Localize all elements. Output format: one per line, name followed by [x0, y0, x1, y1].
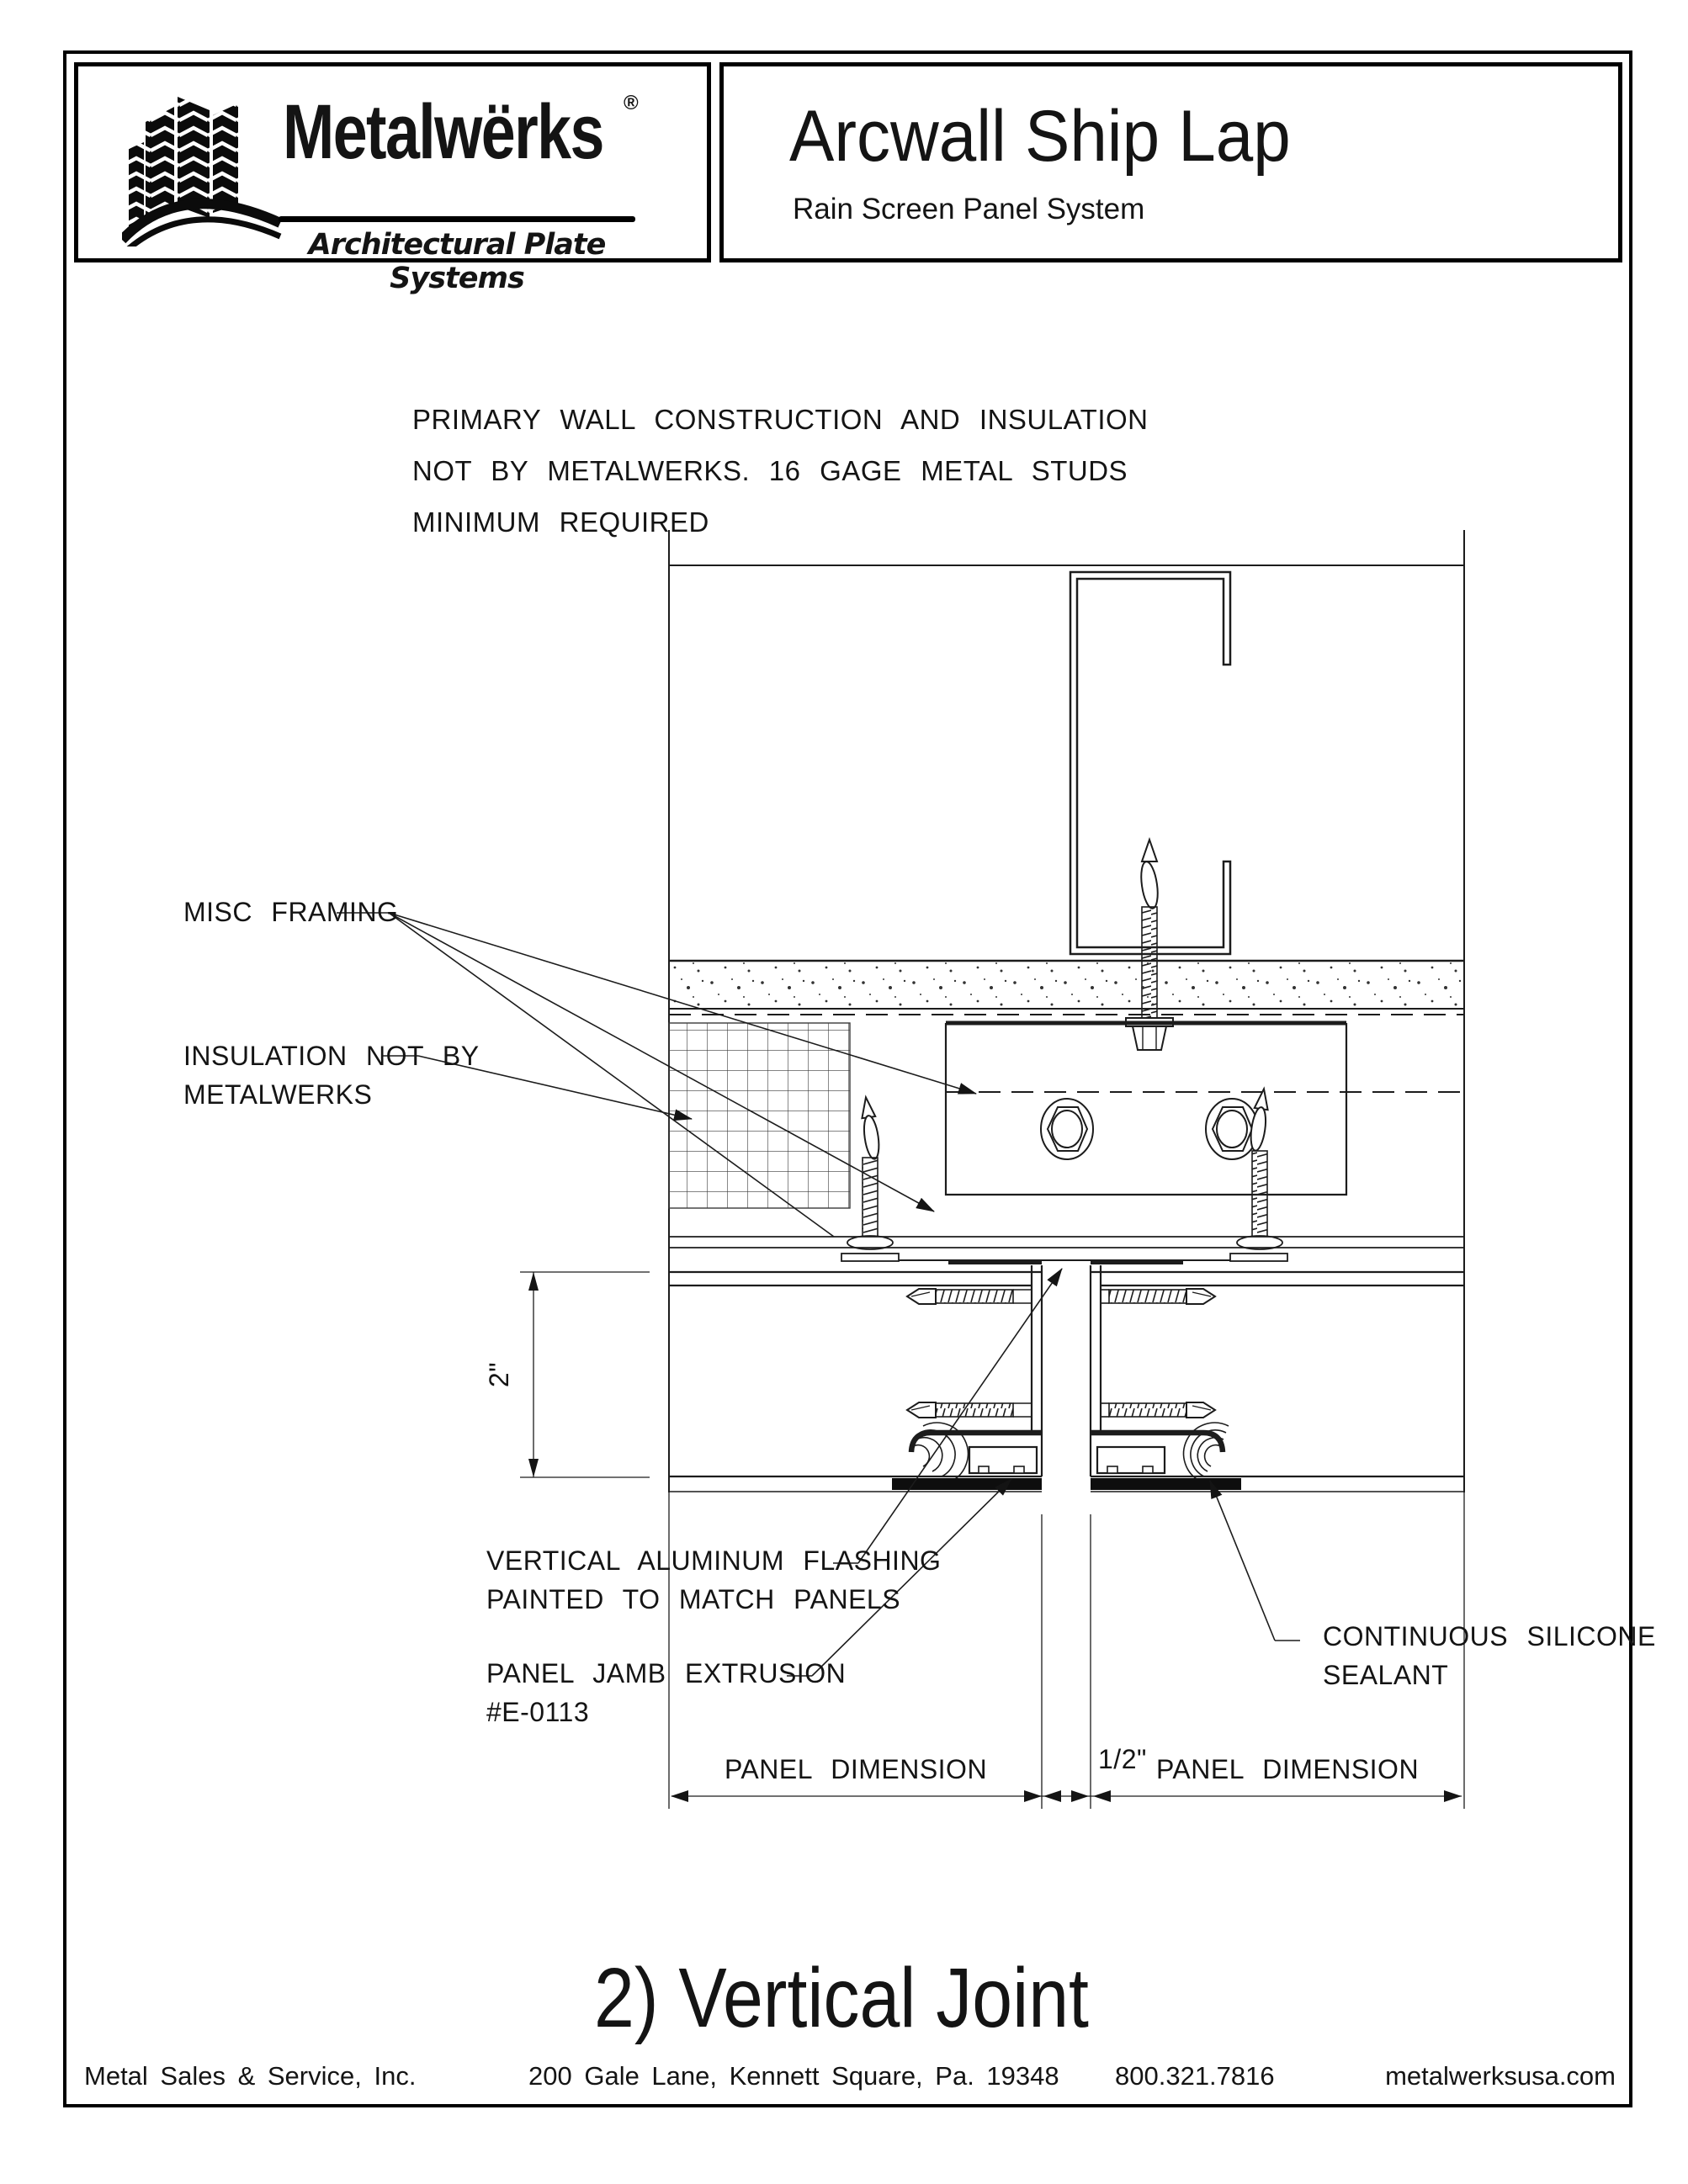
- note-line-3: MINIMUM REQUIRED: [412, 506, 709, 538]
- label-jamb-1: PANEL JAMB EXTRUSION: [486, 1658, 846, 1688]
- footer-address: 200 Gale Lane, Kennett Square, Pa. 19348: [528, 2061, 1059, 2091]
- stud-screw: [1125, 836, 1174, 1051]
- footer-website: metalwerksusa.com: [1385, 2061, 1616, 2091]
- jamb-extrusion-right: [1091, 1422, 1229, 1482]
- extension-lines: [668, 1492, 1465, 1809]
- flashing-assembly: [841, 1253, 1288, 1264]
- brand-underline: [279, 216, 635, 222]
- footer-company: Metal Sales & Service, Inc.: [84, 2061, 417, 2091]
- label-misc-framing: MISC FRAMING: [183, 897, 398, 927]
- logo-box: Metalwërks ® Architectural Plate Systems: [74, 62, 711, 295]
- label-sealant-1: CONTINUOUS SILICONE: [1323, 1621, 1656, 1651]
- panel-screws: [905, 1288, 1217, 1418]
- page-border: [63, 50, 1632, 2107]
- dimension-depth: [520, 1271, 650, 1478]
- rail-screw-left: [847, 1095, 894, 1250]
- sheathing-band: [669, 959, 1464, 1010]
- leader-lines: [337, 912, 1300, 1677]
- panel-skins: [669, 1265, 1464, 1476]
- footer-phone: 800.321.7816: [1115, 2061, 1275, 2091]
- metal-stud-profile: [1069, 570, 1232, 956]
- metalwerks-building-icon: [122, 97, 282, 246]
- bracket-bolt-right: [1205, 1098, 1259, 1160]
- brand-tagline: Architectural Plate Systems: [308, 228, 607, 295]
- panel-bottom: [669, 1475, 1464, 1492]
- wall-section-boundary: [668, 530, 1465, 1492]
- dim-depth-text: 2": [484, 1362, 514, 1387]
- attachment-bracket: [944, 1020, 1464, 1196]
- dim-panel-right-text: PANEL DIMENSION: [1156, 1754, 1419, 1784]
- note-line-1: PRIMARY WALL CONSTRUCTION AND INSULATION: [412, 404, 1149, 435]
- note-line-2: NOT BY METALWERKS. 16 GAGE METAL STUDS: [412, 455, 1128, 486]
- document-title: Arcwall Ship Lap: [789, 96, 1291, 177]
- jamb-extrusion-left: [908, 1422, 1042, 1482]
- dimension-panel: [671, 1790, 1462, 1802]
- dim-panel-left-text: PANEL DIMENSION: [725, 1754, 987, 1784]
- bracket-bolt-left: [1040, 1098, 1094, 1160]
- furring-rails: [669, 1236, 1464, 1248]
- rail-screw-right: [1236, 1086, 1283, 1250]
- dim-joint-text: 1/2": [1098, 1744, 1147, 1774]
- brand-wordmark: Metalwërks: [283, 89, 604, 175]
- drawing-title: 2) Vertical Joint: [594, 1951, 1089, 2045]
- primary-wall-note: PRIMARY WALL CONSTRUCTION AND INSULATION…: [412, 404, 1149, 538]
- label-jamb-2: #E-0113: [486, 1697, 589, 1727]
- title-box: Arcwall Ship Lap Rain Screen Panel Syste…: [719, 62, 1622, 262]
- label-flashing-1: VERTICAL ALUMINUM FLASHING: [486, 1545, 941, 1576]
- registered-mark: ®: [624, 92, 639, 114]
- label-sealant-2: SEALANT: [1323, 1660, 1448, 1690]
- label-insulation-1: INSULATION NOT BY: [183, 1041, 480, 1071]
- label-insulation-2: METALWERKS: [183, 1079, 372, 1110]
- document-subtitle: Rain Screen Panel System: [793, 193, 1145, 225]
- label-flashing-2: PAINTED TO MATCH PANELS: [486, 1584, 900, 1614]
